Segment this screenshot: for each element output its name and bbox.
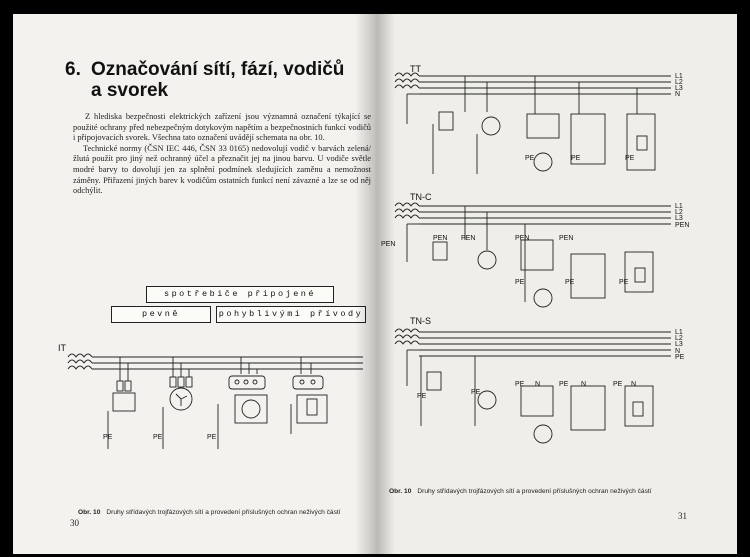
- network-label-tnc: TN-C: [410, 192, 432, 202]
- conductor-l3: L3: [675, 341, 683, 348]
- network-label-it: IT: [58, 343, 67, 353]
- box-fixed: pevně: [111, 306, 211, 323]
- section-heading: 6. Označování sítí, fází, vodičů a svorek: [65, 59, 365, 101]
- conductor-n: N: [675, 91, 680, 98]
- pe-label: PE: [565, 279, 575, 286]
- network-label-tt: TT: [410, 64, 421, 74]
- figure-caption: Obr. 10 Druhy střídavých trojfázových sít…: [389, 488, 652, 495]
- section-number: 6.: [65, 59, 81, 80]
- conductor-pen: PEN: [675, 222, 689, 229]
- caption-label: Obr. 10: [78, 509, 101, 516]
- conductor-l2: L2: [675, 335, 683, 342]
- section-title-line2: a svorek: [91, 80, 169, 101]
- box-flexible-leads: pohyblivými přívody: [216, 306, 366, 323]
- it-network-diagram: IT: [58, 343, 363, 449]
- conductor-l2: L2: [675, 209, 683, 216]
- paragraph: Z hlediska bezpečnosti elektrických zaří…: [73, 112, 371, 143]
- pen-label: PEN: [433, 235, 447, 242]
- pe-label: PE: [571, 155, 581, 162]
- pe-label: PE: [515, 279, 525, 286]
- pe-label: PE: [613, 381, 623, 388]
- tt-network-diagram: TT PE PE PE L1 L2 L3 N: [394, 64, 683, 174]
- pen-label: PEN: [515, 235, 529, 242]
- pen-label: PEN: [559, 235, 573, 242]
- conductor-pe: PE: [675, 354, 685, 361]
- pe-label: PE: [559, 381, 569, 388]
- conductor-n: N: [675, 348, 680, 355]
- conductor-l3: L3: [675, 85, 683, 92]
- pe-label: PE: [515, 381, 525, 388]
- pe-label: PE: [471, 389, 481, 396]
- page-number: 30: [70, 518, 79, 528]
- pen-label: PEN: [381, 241, 395, 248]
- conductor-l3: L3: [675, 215, 683, 222]
- pe-label: PE: [153, 434, 163, 441]
- caption-label: Obr. 10: [389, 488, 412, 495]
- right-page: TT PE PE PE L1 L2 L3 N TN-C: [375, 14, 737, 554]
- section-title-line1: Označování sítí, fází, vodičů: [91, 59, 345, 80]
- n-label: N: [581, 381, 586, 388]
- left-page: 6. Označování sítí, fází, vodičů a svorek…: [13, 14, 375, 554]
- conductor-l1: L1: [675, 203, 683, 210]
- pe-label: PE: [619, 279, 629, 286]
- figure-caption: Obr. 10 Druhy střídavých trojfázových sít…: [78, 509, 341, 516]
- pe-label: PE: [103, 434, 113, 441]
- paragraph: Technické normy (ČSN IEC 446, ČSN 33 016…: [73, 143, 371, 196]
- tns-network-diagram: TN-S PE PE PE PE PE N N N L1 L2 L3 N PE: [394, 316, 685, 444]
- n-label: N: [535, 381, 540, 388]
- page-number: 31: [678, 511, 687, 521]
- conductor-l2: L2: [675, 79, 683, 86]
- network-label-tns: TN-S: [410, 316, 431, 326]
- caption-text: Druhy střídavých trojfázových sítí a pro…: [106, 509, 341, 516]
- pen-label: PEN: [461, 235, 475, 242]
- body-text: Z hlediska bezpečnosti elektrických zaří…: [73, 112, 371, 197]
- pe-label: PE: [525, 155, 535, 162]
- caption-text: Druhy střídavých trojfázových sítí a pro…: [417, 488, 652, 495]
- tnc-network-diagram: TN-C PEN PEN PEN PEN PEN PE PE PE L1 L2 …: [381, 192, 689, 308]
- box-connected-appliances: spotřebiče připojené: [146, 286, 334, 303]
- conductor-l1: L1: [675, 329, 683, 336]
- pe-label: PE: [207, 434, 217, 441]
- conductor-l1: L1: [675, 73, 683, 80]
- pe-label: PE: [417, 393, 427, 400]
- book-gutter: [355, 14, 395, 554]
- pe-label: PE: [625, 155, 635, 162]
- n-label: N: [631, 381, 636, 388]
